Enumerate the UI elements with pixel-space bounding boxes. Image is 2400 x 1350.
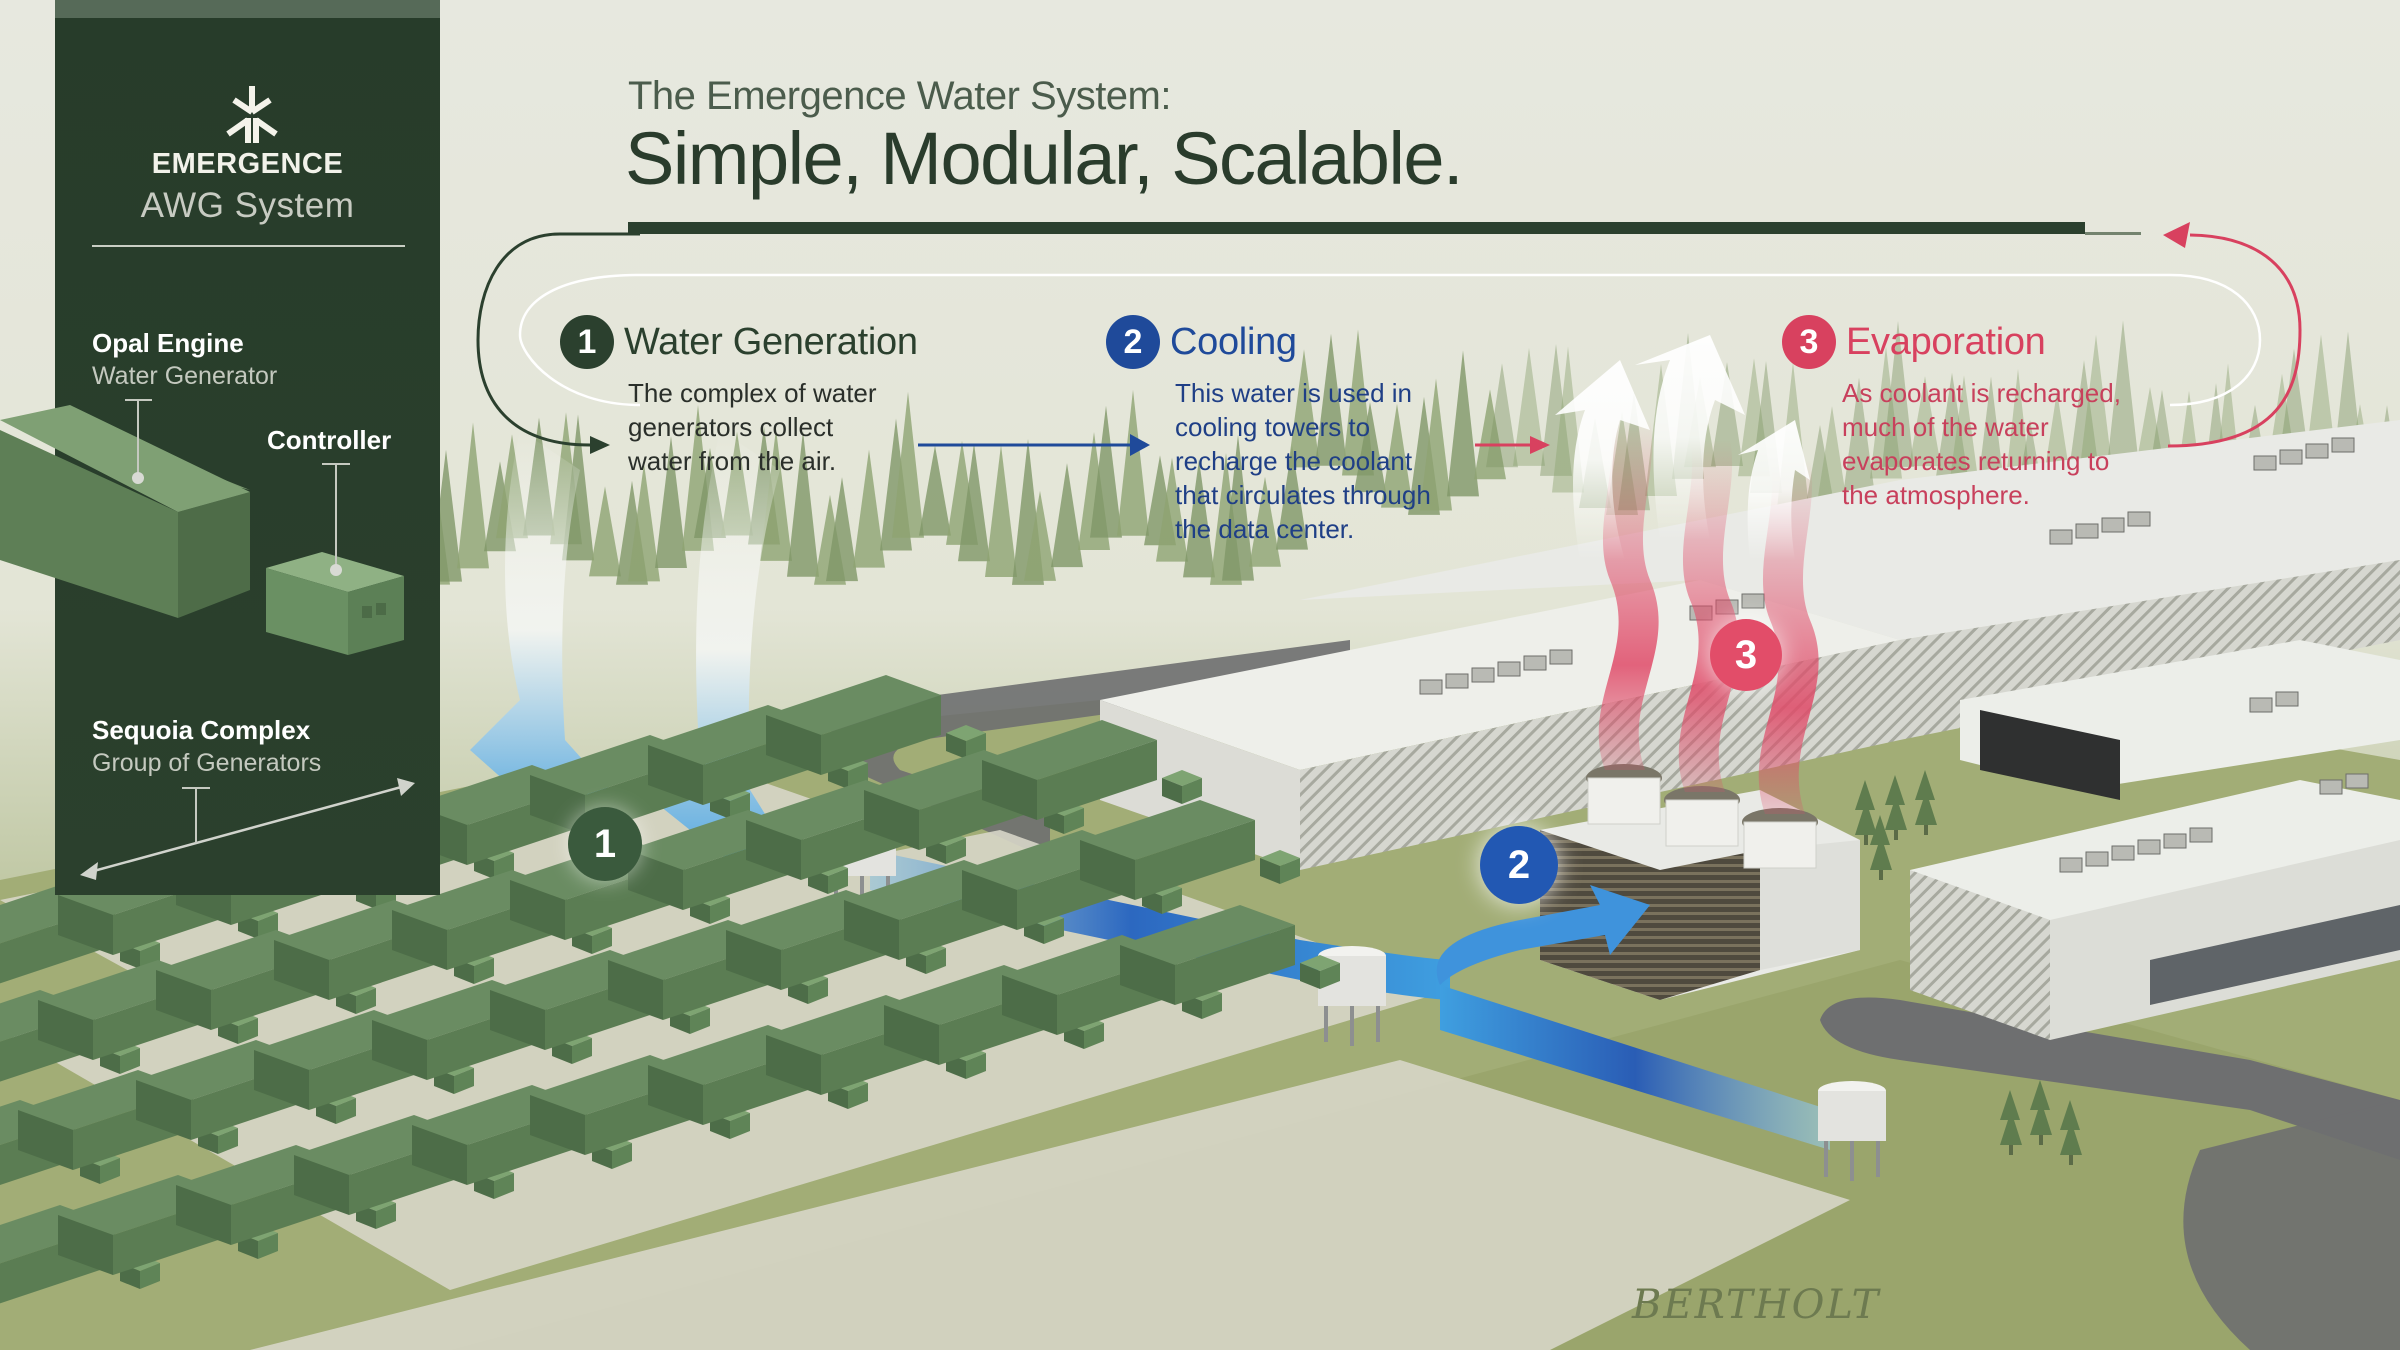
- scene-badge-evaporation: 3: [1710, 619, 1782, 691]
- step-2-description: This water is used in cooling towers to …: [1175, 376, 1431, 546]
- forest-tree: [1156, 457, 1188, 562]
- sequoia-complex-subtitle: Group of Generators: [92, 749, 322, 777]
- forest-tree: [1870, 346, 1902, 479]
- forest-tree: [1354, 402, 1386, 493]
- forest-tree: [1816, 405, 1848, 510]
- forest-tree: [1447, 350, 1479, 497]
- forest-tree: [2080, 334, 2112, 467]
- forest-tree: [1804, 424, 1836, 515]
- forest-tree: [1288, 349, 1320, 468]
- header-kicker: The Emergence Water System:: [628, 74, 1171, 118]
- step-3-line: As coolant is recharged,: [1842, 378, 2121, 408]
- title-divider-thin: [2085, 232, 2141, 235]
- step-cooling: 2 Cooling: [1106, 315, 1297, 369]
- forest-tree: [2068, 360, 2100, 479]
- title-divider: [628, 222, 2085, 234]
- forest-tree: [1474, 389, 1506, 480]
- forest-tree: [787, 430, 819, 577]
- step-2-line: recharge the coolant: [1175, 446, 1413, 476]
- brand-divider: [92, 245, 405, 247]
- cooling-tower: [1540, 764, 1860, 1000]
- brand-name: EMERGENCE: [151, 148, 344, 180]
- forest-tree: [1948, 375, 1980, 494]
- forest-tree: [1090, 405, 1122, 538]
- forest-tree: [1381, 403, 1413, 508]
- forest-tree: [985, 445, 1017, 578]
- forest-tree: [1540, 343, 1572, 476]
- step-1-title: Water Generation: [624, 320, 918, 363]
- step-1-line: The complex of water: [628, 378, 877, 408]
- forest-tree: [760, 428, 792, 561]
- forest-tree: [1882, 320, 1914, 467]
- panel-top-band: [55, 0, 440, 18]
- step-2-title: Cooling: [1170, 320, 1297, 363]
- step-3-description: As coolant is recharged, much of the wat…: [1842, 376, 2121, 512]
- step-water-generation: 1 Water Generation: [560, 315, 918, 369]
- step-2-line: cooling towers to: [1175, 412, 1371, 442]
- header-headline: Simple, Modular, Scalable.: [625, 117, 1464, 200]
- forest-tree: [1513, 347, 1545, 466]
- step-2-line: This water is used in: [1175, 378, 1412, 408]
- step-2-line: the data center.: [1175, 514, 1355, 544]
- forest-tree: [892, 391, 924, 538]
- forest-tree: [919, 445, 951, 536]
- step-evaporation: 3 Evaporation: [1782, 315, 2046, 369]
- forest-tree: [1936, 372, 1968, 477]
- forest-tree: [589, 486, 621, 577]
- forest-tree: [1276, 445, 1308, 550]
- step-2-line: that circulates through: [1175, 480, 1431, 510]
- step-1-line: water from the air.: [628, 446, 837, 476]
- opal-engine-title: Opal Engine: [92, 328, 244, 358]
- step-3-title: Evaporation: [1846, 320, 2046, 363]
- forest-tree: [853, 449, 885, 568]
- flow-loop-lines: [476, 222, 2302, 456]
- step-3-line: evaporates returning to: [1842, 446, 2110, 476]
- forest-tree: [1117, 389, 1149, 536]
- step-3-number: 3: [1782, 315, 1836, 369]
- step-2-number: 2: [1106, 315, 1160, 369]
- forest-tree: [1315, 333, 1347, 466]
- artist-signature: BERTHOLT: [1632, 1282, 1881, 1328]
- forest-tree: [1249, 476, 1281, 567]
- controller-title: Controller: [267, 425, 392, 455]
- forest-tree: [655, 435, 687, 568]
- step-3-line: the atmosphere.: [1842, 480, 2030, 510]
- brand-subtitle: AWG System: [140, 186, 355, 225]
- forest-tree: [1024, 490, 1056, 581]
- emergence-asterisk-icon: [226, 86, 278, 143]
- step-1-number: 1: [560, 315, 614, 369]
- forest-tree: [1843, 377, 1875, 496]
- forest-tree: [1051, 463, 1083, 568]
- step-1-description: The complex of water generators collect …: [628, 376, 877, 478]
- forest-tree: [1222, 434, 1254, 581]
- scene-badge-generation: 1: [568, 807, 642, 881]
- scene-badge-cooling: 2: [1480, 826, 1558, 904]
- step-1-line: generators collect: [628, 412, 834, 442]
- forest-tree: [457, 422, 489, 569]
- forest-tree: [826, 477, 858, 582]
- forest-tree: [628, 463, 660, 582]
- opal-engine-subtitle: Water Generator: [92, 362, 278, 390]
- step-3-line: much of the water: [1842, 412, 2049, 442]
- forest-tree: [958, 443, 990, 562]
- forest-tree: [1183, 459, 1215, 578]
- sequoia-complex-title: Sequoia Complex: [92, 715, 311, 745]
- brand-panel: EMERGENCE AWG System Opal Engine Water G…: [55, 0, 440, 895]
- evaporation-arrows: [1555, 335, 1810, 560]
- forest-tree: [1420, 378, 1452, 511]
- forest-tree: [1486, 363, 1518, 468]
- forest-tree: [1909, 376, 1941, 467]
- forest-tree: [2107, 320, 2139, 467]
